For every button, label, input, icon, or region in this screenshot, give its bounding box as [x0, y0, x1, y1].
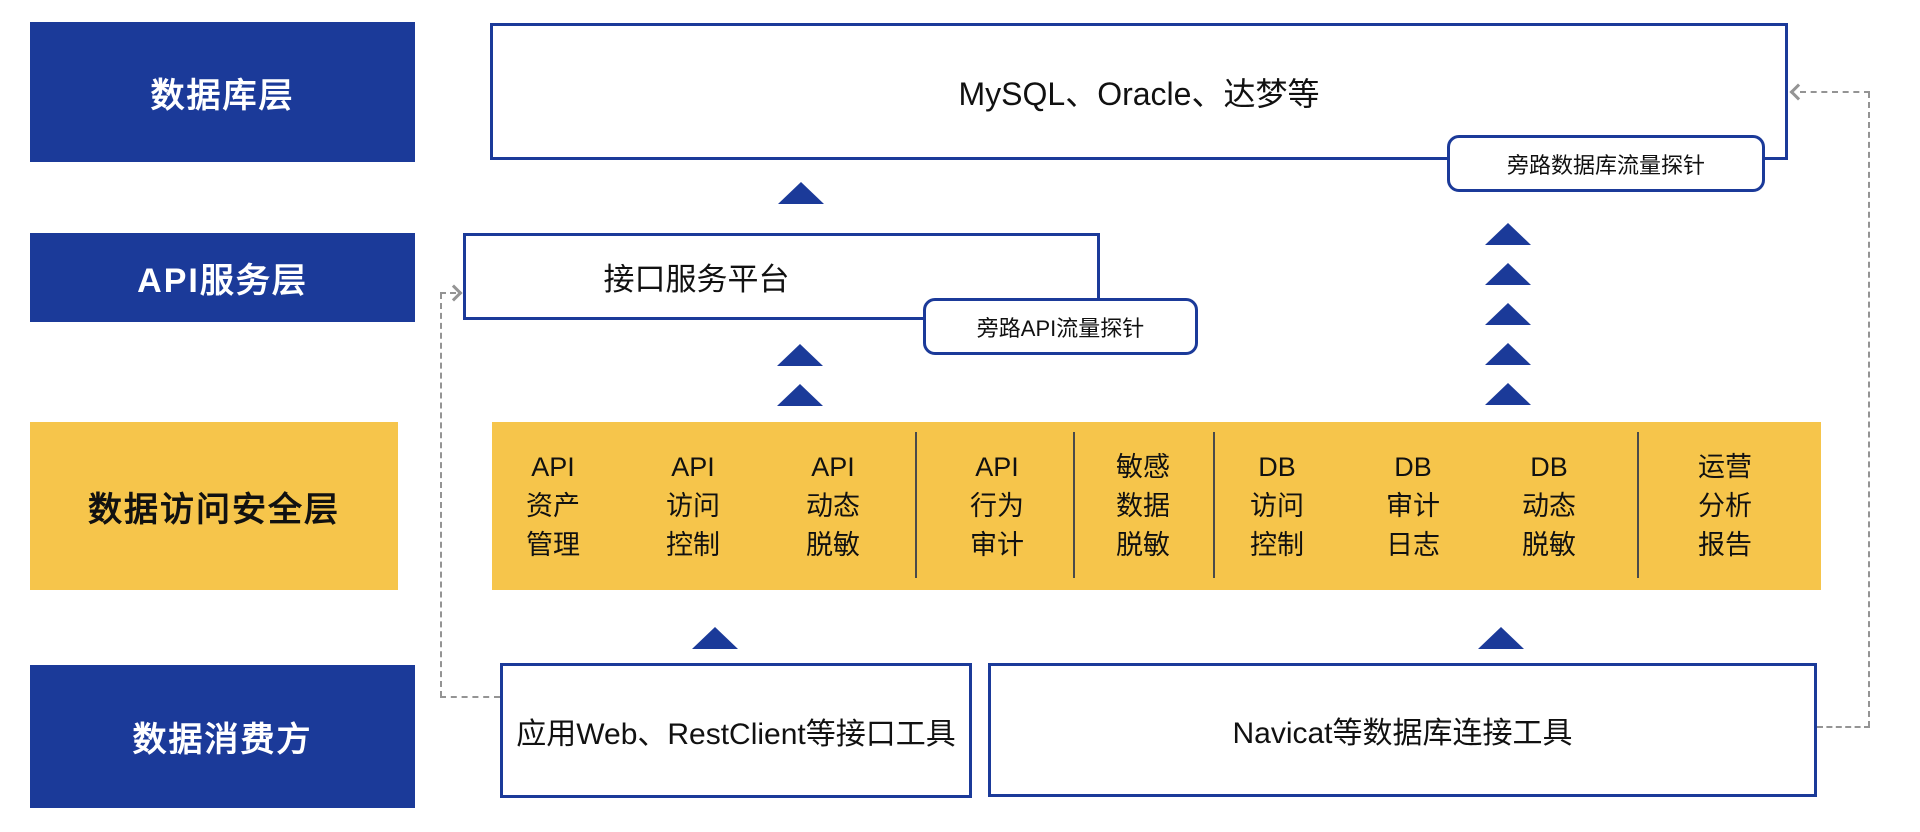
database-systems-box: MySQL、Oracle、达梦等 — [490, 23, 1788, 160]
api-probe-label: 旁路API流量探针 — [923, 298, 1198, 355]
security-item-api-asset: API 资产 管理 — [526, 452, 580, 560]
up-arrow-icon — [1485, 263, 1531, 285]
layer-label-consumer-text: 数据消费方 — [132, 721, 313, 759]
up-arrow-icon — [692, 627, 738, 649]
security-layer-bar: API 资产 管理 API 访问 控制 API 动态 脱敏 API 行为 审计 … — [492, 422, 1821, 590]
layer-label-api-service-text: API服务层 — [137, 262, 308, 300]
web-tools-box: 应用Web、RestClient等接口工具 — [500, 663, 972, 798]
security-item-db-masking: DB 动态 脱敏 — [1522, 452, 1576, 560]
security-item-api-audit: API 行为 审计 — [970, 452, 1024, 560]
database-systems-text: MySQL、Oracle、达梦等 — [958, 75, 1320, 112]
dashed-connector-segment — [1868, 92, 1870, 727]
security-item-api-masking: API 动态 脱敏 — [806, 452, 860, 560]
dashed-connector-segment — [440, 292, 456, 294]
up-arrow-icon — [1485, 383, 1531, 405]
column-divider — [1637, 432, 1639, 578]
db-tools-box: Navicat等数据库连接工具 — [988, 663, 1817, 797]
up-arrow-icon — [1485, 343, 1531, 365]
up-arrow-icon — [1485, 223, 1531, 245]
security-item-ops-report: 运营 分析 报告 — [1698, 452, 1752, 560]
dashed-connector-segment — [1817, 726, 1870, 728]
up-arrow-icon — [1485, 303, 1531, 325]
api-platform-text: 接口服务平台 — [603, 262, 790, 297]
layer-label-security: 数据访问安全层 — [30, 422, 398, 590]
layer-label-consumer: 数据消费方 — [30, 665, 415, 808]
security-item-db-access: DB 访问 控制 — [1250, 452, 1304, 560]
security-item-api-access: API 访问 控制 — [666, 452, 720, 560]
layer-label-api-service: API服务层 — [30, 233, 415, 322]
db-tools-text: Navicat等数据库连接工具 — [1232, 717, 1573, 750]
arrow-right-icon — [445, 284, 463, 302]
up-arrow-icon — [777, 384, 823, 406]
up-arrow-icon — [777, 344, 823, 366]
column-divider — [1213, 432, 1215, 578]
column-divider — [1073, 432, 1075, 578]
dashed-connector-segment — [440, 293, 442, 697]
up-arrow-icon — [1478, 627, 1524, 649]
security-item-sensitive-data: 敏感 数据 脱敏 — [1116, 452, 1170, 560]
arrow-left-icon — [1789, 83, 1807, 101]
db-probe-text: 旁路数据库流量探针 — [1506, 152, 1705, 178]
layer-label-database: 数据库层 — [30, 22, 415, 162]
column-divider — [915, 432, 917, 578]
dashed-connector-segment — [1800, 91, 1870, 93]
security-item-db-audit: DB 审计 日志 — [1386, 452, 1440, 560]
dashed-connector-segment — [440, 696, 500, 698]
web-tools-text: 应用Web、RestClient等接口工具 — [516, 717, 956, 751]
layer-label-database-text: 数据库层 — [150, 76, 295, 115]
layer-label-security-text: 数据访问安全层 — [88, 490, 340, 529]
db-probe-label: 旁路数据库流量探针 — [1447, 135, 1765, 192]
api-probe-text: 旁路API流量探针 — [976, 315, 1145, 341]
up-arrow-icon — [778, 182, 824, 204]
